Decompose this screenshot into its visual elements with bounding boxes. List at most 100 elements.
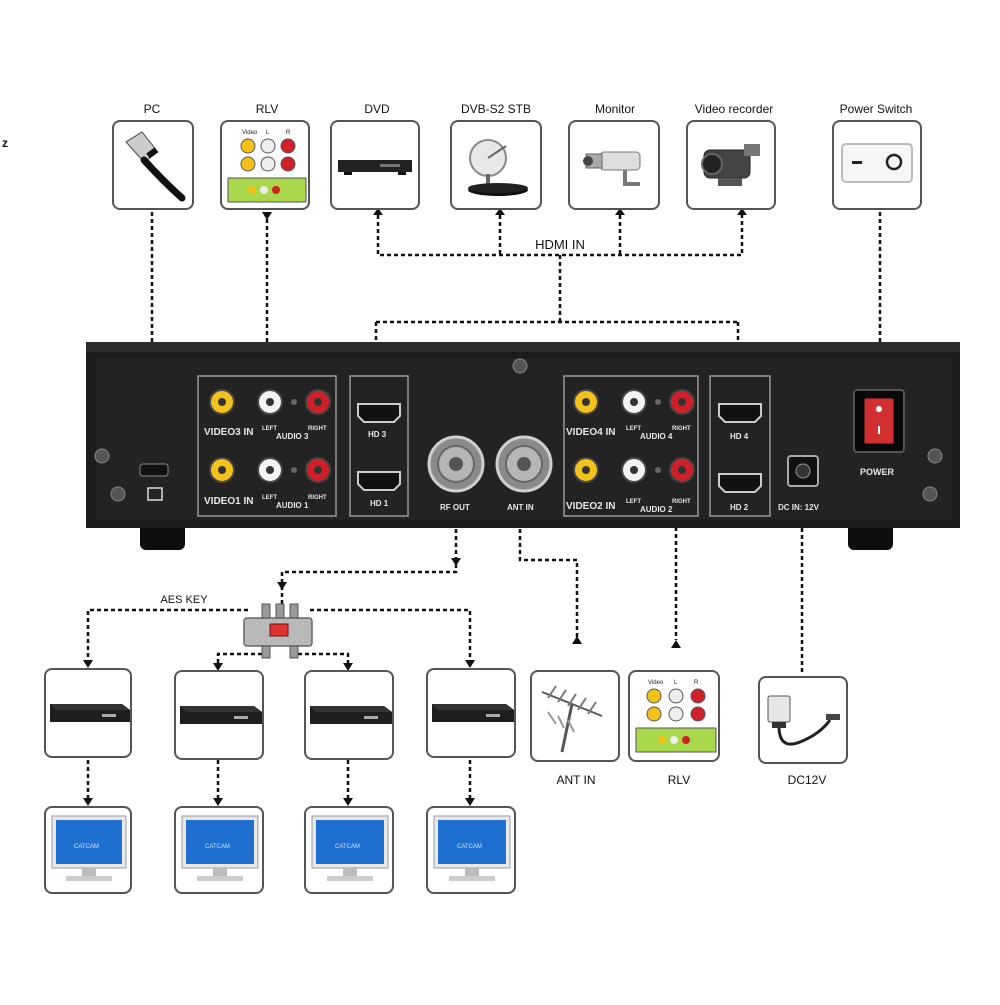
tv-monitor-2-box: CATCAM <box>174 806 264 894</box>
label-audio2: AUDIO 2 <box>640 505 673 514</box>
usb-cable-icon <box>125 131 186 202</box>
dc-adapter-box <box>758 676 848 764</box>
label-left-4: LEFT <box>626 426 641 432</box>
hdmi-bus-line <box>376 215 744 257</box>
screen-text: CATCAM <box>74 844 99 850</box>
receiver-3-box <box>304 670 394 760</box>
rlv-top-label: RLV <box>255 102 279 116</box>
camcorder-icon <box>701 144 760 186</box>
rca-connector-icon: Video L R <box>635 680 717 753</box>
hdmi-block-left <box>349 375 409 517</box>
hdmi-block-right <box>709 375 771 517</box>
tv-monitor-icon: CATCAM <box>311 815 389 881</box>
power-switch-label: Power Switch <box>839 102 913 116</box>
screen-text: CATCAM <box>205 844 230 850</box>
screw-icon <box>512 358 528 374</box>
label-video3-in: VIDEO3 IN <box>204 427 253 438</box>
rocker-switch-icon <box>841 143 913 183</box>
receiver-4-box <box>426 668 516 758</box>
hdmi4-port <box>718 403 762 423</box>
av-block-left <box>197 375 337 517</box>
rf-out-line <box>280 515 458 620</box>
rlv-bottom-box: Video L R <box>628 670 720 762</box>
rlv-video-text: Video <box>648 680 664 686</box>
av-block-right <box>563 375 699 517</box>
arrow-up-hdmi-monitor <box>615 208 625 215</box>
receiver-1-box <box>44 668 132 758</box>
label-left-1: LEFT <box>262 495 277 501</box>
rf-out-connector <box>427 435 485 493</box>
rlv-l-text: L <box>266 130 270 136</box>
label-left-2: LEFT <box>626 499 641 505</box>
chassis-top-lip <box>86 342 960 352</box>
tv-monitor-icon: CATCAM <box>433 815 511 881</box>
ant-in-line <box>518 515 579 640</box>
satellite-dish-icon <box>468 139 528 196</box>
video-recorder-label: Video recorder <box>694 102 774 116</box>
arrow-down-rx1 <box>83 660 93 668</box>
cctv-camera-icon <box>583 151 641 186</box>
label-hd1: HD 1 <box>370 499 389 508</box>
receiver-icon <box>310 706 392 724</box>
usb-port <box>139 463 169 477</box>
arrow-down-mon1 <box>83 798 93 806</box>
dvd-label: DVD <box>364 102 390 116</box>
label-audio3: AUDIO 3 <box>276 432 309 441</box>
label-video4-in: VIDEO4 IN <box>566 427 615 438</box>
rca-jack-group-right <box>573 389 695 483</box>
label-right-4: RIGHT <box>672 426 691 432</box>
hdmi1-port <box>357 471 401 491</box>
arrow-down-mon4 <box>465 798 475 806</box>
receiver-icon <box>180 706 262 724</box>
screw-icon <box>922 486 938 502</box>
power-switch-box <box>832 120 922 210</box>
pc-icon <box>147 487 163 501</box>
label-right-3: RIGHT <box>308 426 327 432</box>
dc12v-label: DC12V <box>787 773 827 787</box>
label-hd2: HD 2 <box>730 503 749 512</box>
dvbs2-box <box>450 120 542 210</box>
arrowheads <box>83 208 747 806</box>
screen-text: CATCAM <box>457 844 482 850</box>
label-right-2: RIGHT <box>672 499 691 505</box>
screen-text: CATCAM <box>335 844 360 850</box>
screw-icon <box>94 448 110 464</box>
rlv-bottom-label: RLV <box>667 773 691 787</box>
arrow-down-rx4 <box>465 660 475 668</box>
hdmi-in-label: HDMI IN <box>522 237 598 252</box>
splitter-mid-right-line <box>298 652 350 665</box>
ant-in-connector <box>495 435 553 493</box>
pc-box <box>112 120 194 210</box>
arrow-up-rlv-bottom <box>671 640 681 648</box>
antenna-icon <box>541 685 603 753</box>
receiver-2-box <box>174 670 264 760</box>
rlv-r-text: R <box>694 680 699 686</box>
arrow-up-hdmi-dvd <box>495 208 505 215</box>
antenna-box <box>530 670 620 762</box>
hdmi3-port <box>357 403 401 423</box>
tv-monitor-icon: CATCAM <box>51 815 127 881</box>
rlv-r-text: R <box>286 130 291 136</box>
rca-connector-icon: Video L R <box>227 130 307 203</box>
power-adapter-icon <box>767 695 840 746</box>
label-ant-in: ANT IN <box>507 503 534 512</box>
monitor-label: Monitor <box>594 102 635 116</box>
device-rear-panel: VIDEO3 IN LEFT AUDIO 3 RIGHT VIDEO1 IN L… <box>86 342 960 550</box>
arrow-down-splitter-in <box>277 582 287 590</box>
arrow-down-mon3 <box>343 798 353 806</box>
label-rf-out: RF OUT <box>440 503 470 512</box>
pc-label: PC <box>143 102 161 116</box>
label-hd4: HD 4 <box>730 432 749 441</box>
rca-jack-group-left <box>209 389 331 483</box>
arrow-down-mon2 <box>213 798 223 806</box>
rlv-video-text: Video <box>242 130 258 136</box>
tv-monitor-3-box: CATCAM <box>304 806 394 894</box>
dvd-player-icon <box>338 160 412 175</box>
hdmi2-port <box>718 473 762 493</box>
screw-icon <box>110 486 126 502</box>
arrow-up-hdmi-recorder <box>737 208 747 215</box>
label-audio4: AUDIO 4 <box>640 432 673 441</box>
receiver-icon <box>432 704 514 722</box>
